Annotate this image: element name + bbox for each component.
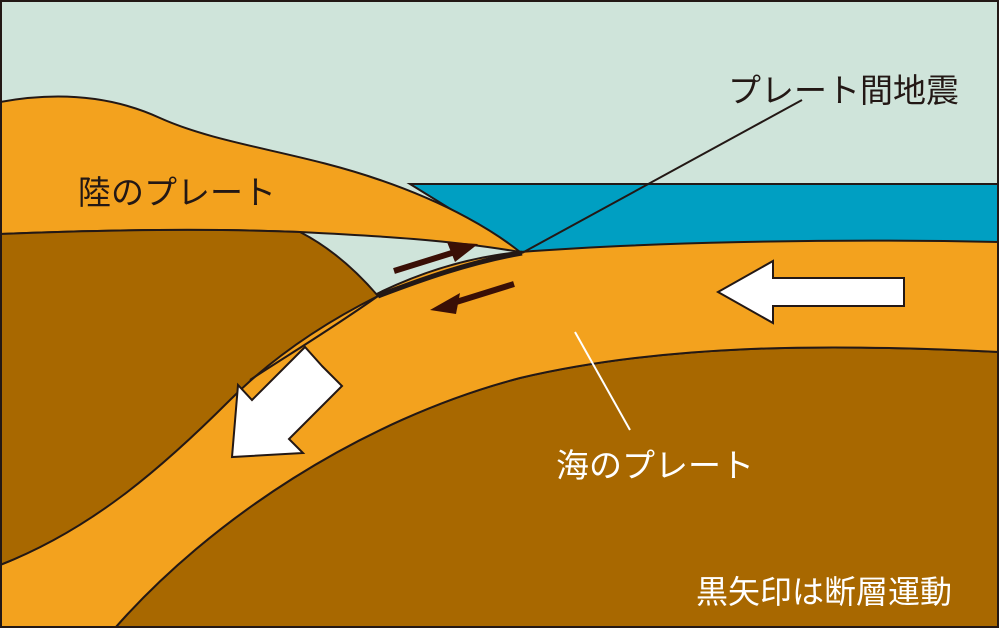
oceanic-leader-line [574,331,631,431]
interplate-earthquake-label: プレート間地震 [728,71,959,110]
white-arrow-icon [715,259,905,325]
oceanic-plate-label: 海のプレート [556,446,754,485]
subduction-boundary [249,295,379,381]
interplate-leader-line [521,99,803,254]
white-arrow-icon [230,345,344,459]
black-arrow-icon [430,281,515,314]
continental-plate-label: 陸のプレート [78,173,276,212]
fault-line [377,250,523,299]
fault-motion-note: 黒矢印は断層運動 [696,573,953,611]
black-arrow-icon [393,242,478,274]
